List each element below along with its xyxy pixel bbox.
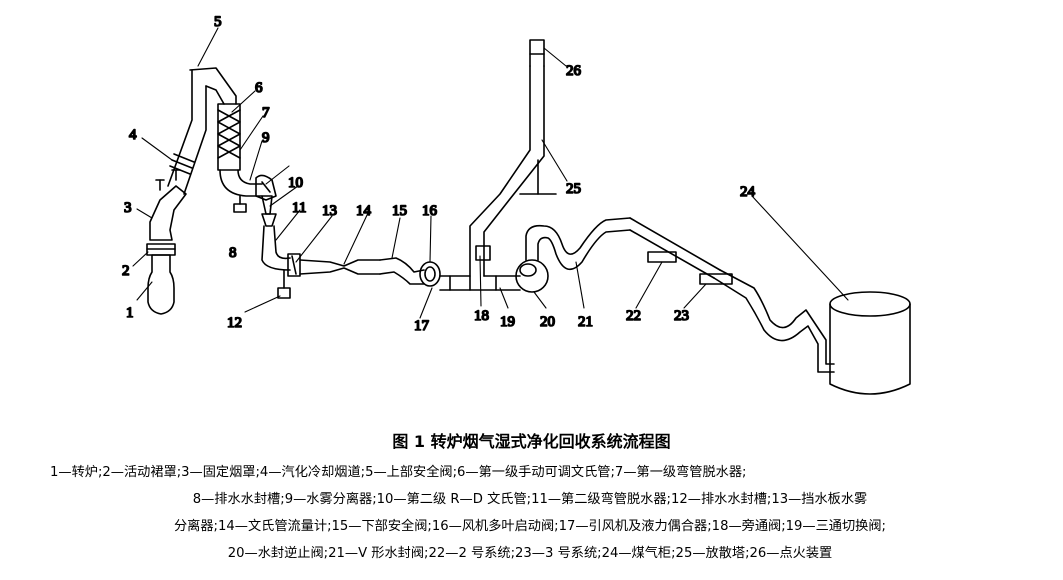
first-elbow-dewaterer [219,169,263,197]
label-10: 10 [288,175,303,191]
label-24: 24 [740,184,756,200]
label-26: 26 [566,63,582,79]
label-1: 1 [126,305,134,321]
label-7: 7 [262,105,270,121]
label-21: 21 [578,314,593,330]
label-23: 23 [674,308,689,324]
induced-fan [439,275,471,291]
ignition-device [529,39,545,67]
label-2: 2 [122,263,130,279]
lower-safety-valve [379,257,425,285]
v-shaped-water-seal [525,217,631,271]
label-22: 22 [626,308,641,324]
label-14: 14 [356,203,372,219]
legend-line-3: 分离器;14—文氏管流量计;15—下部安全阀;16—风机多叶启动阀;17—引风机… [173,519,887,534]
label-16: 16 [422,203,438,219]
three-way-switch-valve [469,275,521,291]
fixed-hood [149,169,187,241]
figure-caption: 图 1 转炉烟气湿式净化回收系统流程图 [392,432,671,451]
label-6: 6 [255,80,263,96]
label-11: 11 [292,200,306,216]
label-20: 20 [540,314,555,330]
second-rd-venturi [261,195,277,227]
label-13: 13 [322,203,337,219]
label-8-top-9: 9 [262,130,270,146]
figure-legend: 1—转炉;2—活动裙罩;3—固定烟罩;4—汽化冷却烟道;5—上部安全阀;6—第一… [50,459,1010,567]
movable-skirt-hood [146,243,176,256]
water-seal-check-valve [515,259,549,293]
flow-diagram: 1 2 3 4 5 6 7 9 9 8 10 11 12 13 14 15 16… [121,13,911,395]
upper-safety-valve [189,67,237,105]
converter [147,254,175,315]
fan-startup-valve [419,261,441,287]
label-17: 17 [414,318,430,334]
flare-stack [519,159,557,195]
system-3 [699,269,835,373]
leader-lines [132,27,849,319]
legend-line-2: 8—排水水封槽;9—水雾分离器;10—第二级 R—D 文氏管;11—第二级弯管脱… [192,492,868,507]
mist-separator [255,174,277,201]
label-19: 19 [500,314,515,330]
label-18: 18 [474,308,489,324]
legend-line-4: 20—水封逆止阀;21—V 形水封阀;22—2 号系统;23—3 号系统;24—… [227,546,833,561]
label-3: 3 [124,200,132,216]
legend-line-1: 1—转炉;2—活动裙罩;3—固定烟罩;4—汽化冷却烟道;5—上部安全阀;6—第一… [50,465,747,480]
label-25: 25 [566,181,581,197]
drain-seal-tank-12 [277,269,291,299]
label-5: 5 [214,14,222,30]
label-8: 8 [229,245,237,261]
system-2 [629,217,721,279]
label-15: 15 [392,203,407,219]
first-venturi [217,103,241,171]
gas-holder [829,291,911,395]
second-elbow-dewaterer [261,225,291,271]
drain-seal-tank-8 [233,195,247,213]
label-4: 4 [129,127,137,143]
venturi-flowmeter [299,259,381,275]
baffle-mist-separator [287,253,301,277]
bypass-valve [469,65,545,277]
vaporization-cooling-flue [167,69,207,195]
label-12: 12 [227,315,242,331]
